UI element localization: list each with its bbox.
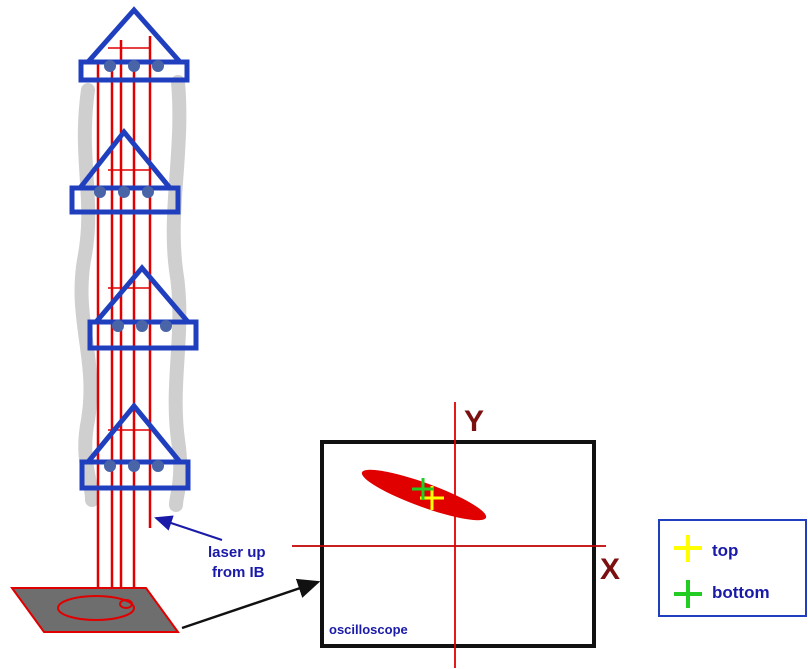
legend-top-icon	[674, 535, 702, 562]
bottom-marker	[412, 478, 434, 500]
laser-label-line2: from IB	[212, 564, 265, 581]
prism-assembly-4	[79, 402, 191, 491]
laser-pointer-arrow	[154, 515, 223, 541]
legend-bottom-icon	[674, 580, 702, 608]
y-axis-label: Y	[464, 405, 484, 438]
legend-top-label: top	[712, 541, 738, 560]
prism-assembly-3	[87, 264, 199, 351]
legend-bottom-label: bottom	[712, 583, 770, 602]
target-plate	[10, 587, 180, 633]
prism-assembly-1	[78, 6, 190, 83]
plate-to-scope-arrow	[181, 578, 321, 630]
laser-label-line1: laser up	[208, 544, 266, 561]
prism-assembly-2	[69, 128, 181, 215]
oscilloscope-label: oscilloscope	[329, 622, 408, 637]
x-axis-label: X	[600, 553, 620, 586]
flexible-support	[74, 75, 188, 512]
legend-box	[658, 519, 807, 617]
